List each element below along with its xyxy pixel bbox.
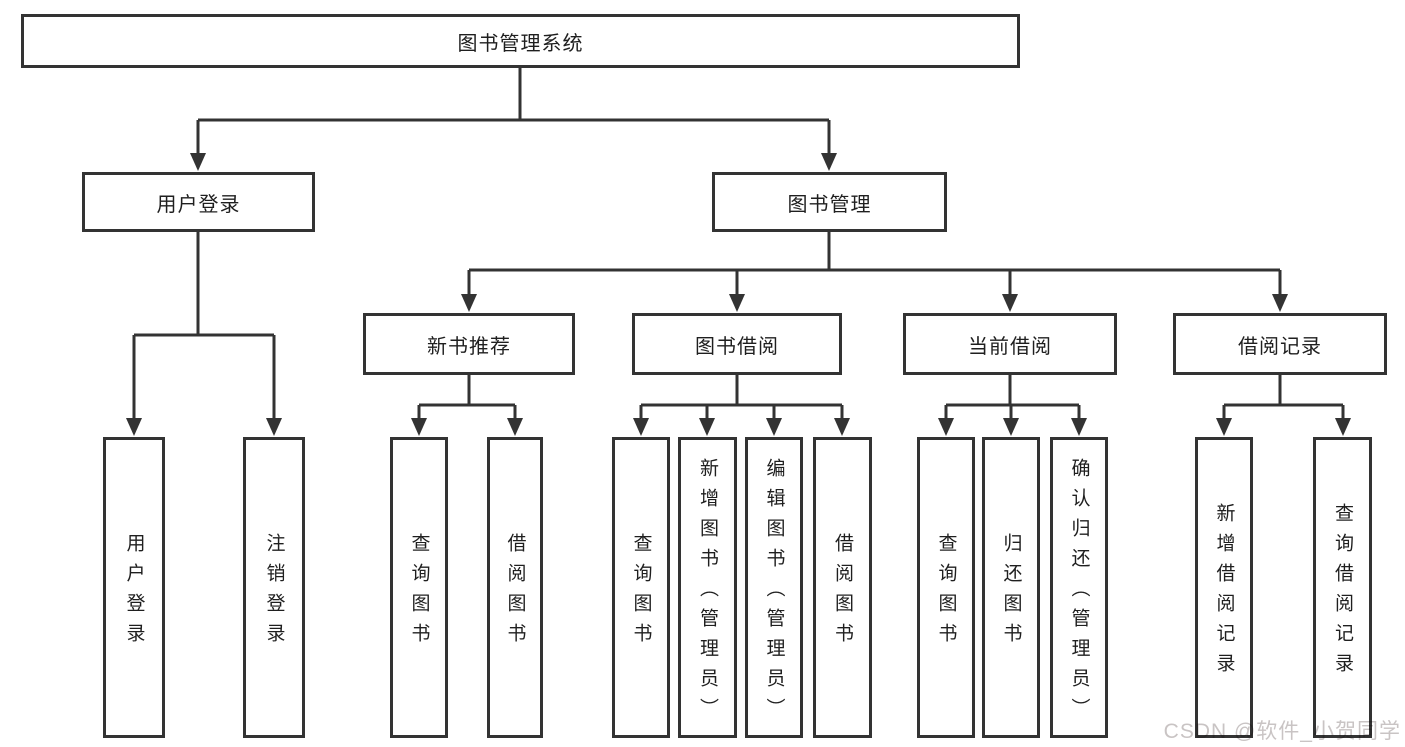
leaf-label: 用户登录: [123, 532, 145, 653]
node-leaf-br-add-record: 新增借阅记录: [1195, 437, 1253, 738]
leaf-label: 归还图书: [1000, 532, 1022, 653]
node-current-borrow: 当前借阅: [903, 313, 1117, 375]
node-leaf-br-query-record: 查询借阅记录: [1313, 437, 1372, 738]
node-leaf-cb-query-books: 查询图书: [917, 437, 975, 738]
watermark: CSDN @软件_小贺同学: [1163, 720, 1401, 743]
node-leaf-bb-edit-books-admin: 编辑图书（管理员）: [745, 437, 803, 738]
node-leaf-user-login: 用户登录: [103, 437, 165, 738]
node-leaf-rec-query-books: 查询图书: [390, 437, 448, 738]
node-leaf-cb-confirm-return-admin: 确认归还（管理员）: [1050, 437, 1108, 738]
leaf-label: 查询图书: [935, 532, 957, 653]
node-book-borrow: 图书借阅: [632, 313, 842, 375]
node-leaf-bb-query-books: 查询图书: [612, 437, 670, 738]
node-leaf-bb-borrow-books: 借阅图书: [813, 437, 872, 738]
node-user-login: 用户登录: [82, 172, 315, 232]
leaf-label: 注销登录: [263, 532, 285, 653]
node-book-management: 图书管理: [712, 172, 947, 232]
leaf-label: 查询图书: [630, 532, 652, 653]
leaf-label: 查询图书: [408, 532, 430, 653]
leaf-label: 新增借阅记录: [1213, 502, 1235, 683]
leaf-label: 借阅图书: [504, 532, 526, 653]
leaf-label: 确认归还（管理员）: [1068, 457, 1090, 728]
leaf-label: 编辑图书（管理员）: [763, 457, 785, 728]
node-borrow-record: 借阅记录: [1173, 313, 1387, 375]
leaf-label: 借阅图书: [832, 532, 853, 653]
node-leaf-logout: 注销登录: [243, 437, 305, 738]
leaf-label: 查询借阅记录: [1332, 502, 1353, 683]
node-new-book-recommend: 新书推荐: [363, 313, 575, 375]
node-leaf-bb-add-books-admin: 新增图书（管理员）: [678, 437, 737, 738]
leaf-label: 新增图书（管理员）: [697, 457, 718, 728]
node-leaf-cb-return-books: 归还图书: [982, 437, 1040, 738]
arrowheads: [126, 153, 1351, 436]
node-leaf-rec-borrow-books: 借阅图书: [487, 437, 543, 738]
node-root: 图书管理系统: [21, 14, 1020, 68]
